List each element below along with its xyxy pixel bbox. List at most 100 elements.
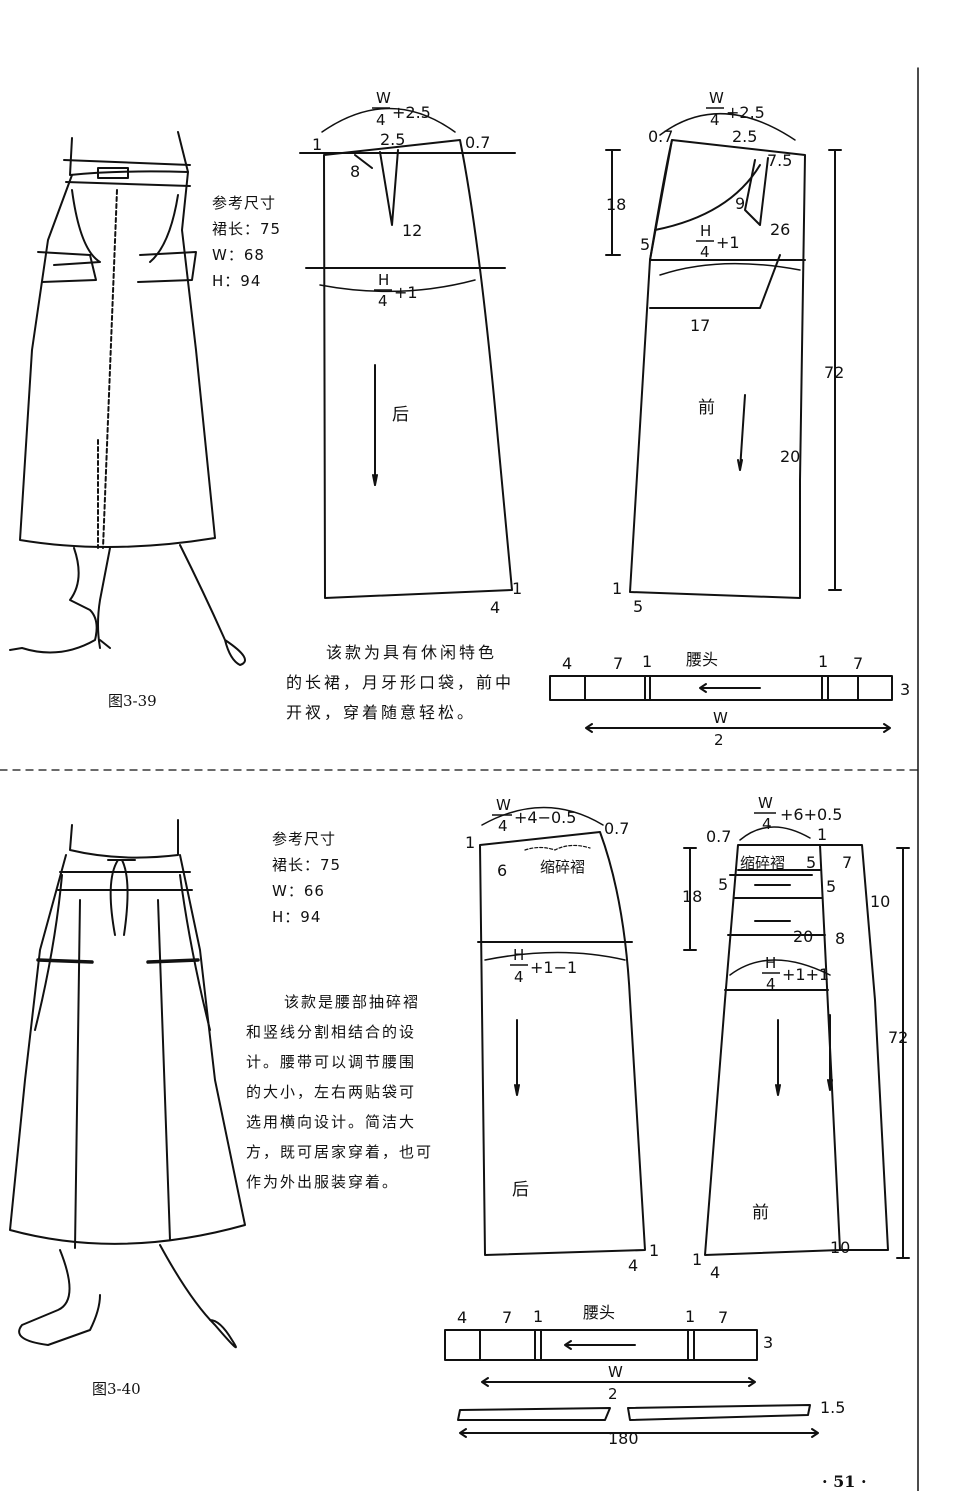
spec-h-1: H：94 (212, 272, 262, 290)
band1-r7: 7 (853, 654, 863, 673)
band2-r7: 7 (718, 1308, 728, 1327)
band2-l7: 7 (502, 1308, 512, 1327)
back2-m1: 1 (465, 833, 475, 852)
page-number: · 51 · (822, 1472, 867, 1491)
desc1-line-2: 的长裙，月牙形口袋，前中 (286, 673, 515, 692)
band1-h3: 3 (900, 680, 910, 699)
desc1-line-1: 该款为具有休闲特色 (326, 643, 498, 662)
front2-m7: 7 (842, 853, 852, 872)
back1-m3: 0.7 (465, 133, 490, 152)
back-pattern-1 (299, 107, 516, 599)
spec-title-1: 参考尺寸 (212, 194, 277, 212)
back2-waist-num: W (496, 796, 511, 814)
front2-m18: 18 (682, 887, 702, 906)
front1-m17: 17 (690, 316, 710, 335)
band1-l4: 4 (562, 654, 572, 673)
spec-block-2: 参考尺寸 裙长：75 W：66 H：94 (272, 826, 341, 930)
front2-label: 前 (752, 1203, 769, 1223)
figure-caption-2: 图3-40 (92, 1380, 141, 1398)
spec-title-2: 参考尺寸 (272, 830, 337, 848)
spec-w-2: W：66 (272, 882, 325, 900)
front2-hem10: 10 (830, 1238, 850, 1257)
front1-m9: 9 (735, 194, 745, 213)
back2-hip-rest: +1−1 (530, 958, 577, 977)
front1-m26: 26 (770, 220, 790, 239)
band1-w-num: W (713, 709, 728, 727)
front2-waist-rest: +6+0.5 (780, 805, 842, 824)
desc2-line-4: 的大小，左右两贴袋可 (246, 1083, 417, 1101)
front1-m5: 5 (640, 235, 650, 254)
back1-hip-num: H (378, 271, 389, 289)
back1-m1: 1 (312, 135, 322, 154)
back1-waist-den: 4 (376, 111, 386, 129)
front2-waist-num: W (758, 794, 773, 812)
front1-hip-num: H (700, 222, 711, 240)
front2-m1: 1 (817, 825, 827, 844)
spec-length-2: 裙长：75 (272, 856, 342, 874)
front1-hip-rest: +1 (716, 233, 740, 252)
front1-m1: 1 (612, 579, 622, 598)
band1-l1: 1 (642, 652, 652, 671)
desc2-line-1: 该款是腰部抽碎褶 (284, 993, 421, 1011)
back2-hip-den: 4 (514, 968, 524, 986)
front1-m75: 7.5 (767, 151, 792, 170)
desc2-line-6: 方，既可居家穿着，也可 (246, 1143, 434, 1161)
front-pattern-2 (683, 826, 910, 1259)
tie-h15: 1.5 (820, 1398, 845, 1417)
front1-m5b: 5 (633, 597, 643, 616)
band2-l4: 4 (457, 1308, 467, 1327)
tie-len: 180 (608, 1429, 639, 1448)
back2-m07: 0.7 (604, 819, 629, 838)
front2-hip-rest: +1+1 (782, 965, 829, 984)
back2-waist-den: 4 (498, 817, 508, 835)
front2-hip-den: 4 (766, 975, 776, 993)
spec-length-1: 裙长：75 (212, 220, 282, 238)
spec-block-1: 参考尺寸 裙长：75 W：68 H：94 (212, 190, 281, 294)
back2-hip-num: H (513, 946, 524, 964)
band2-title: 腰头 (583, 1303, 615, 1322)
back1-m2: 2.5 (380, 130, 405, 149)
desc2-line-3: 计。腰带可以调节腰围 (246, 1053, 417, 1071)
spec-w-1: W：68 (212, 246, 265, 264)
back-pattern-2 (477, 806, 646, 1256)
description-2: 该款是腰部抽碎褶 和竖线分割相结合的设 计。腰带可以调节腰围 的大小，左右两贴袋… (246, 987, 471, 1197)
back2-waist-rest: +4−0.5 (514, 808, 576, 827)
front2-m5c: 5 (826, 877, 836, 896)
front2-gather: 缩碎褶 (740, 854, 785, 872)
figure-caption-1: 图3-39 (108, 692, 157, 710)
desc1-line-3: 开衩，穿着随意轻松。 (286, 703, 477, 722)
front2-m20: 20 (793, 927, 813, 946)
desc2-line-7: 作为外出服装穿着。 (246, 1173, 400, 1191)
back2-m6: 6 (497, 861, 507, 880)
front1-label: 前 (698, 398, 715, 418)
band2-w-num: W (608, 1363, 623, 1381)
front2-m72: 72 (888, 1028, 908, 1047)
front2-m5b: 5 (718, 875, 728, 894)
back2-gather: 缩碎褶 (540, 858, 585, 876)
front1-m72: 72 (824, 363, 844, 382)
band2-w-den: 2 (608, 1385, 618, 1403)
desc2-line-5: 选用横向设计。简洁大 (246, 1113, 417, 1131)
back2-hem4: 4 (628, 1256, 638, 1275)
front2-m07: 0.7 (706, 827, 731, 846)
spec-h-2: H：94 (272, 908, 322, 926)
skirt-illustration-1 (9, 131, 246, 666)
back1-waist-num: W (376, 89, 391, 107)
band1-l7: 7 (613, 654, 623, 673)
band2-r1: 1 (685, 1307, 695, 1326)
description-1: 该款为具有休闲特色 的长裙，月牙形口袋，前中 开衩，穿着随意轻松。 (286, 638, 531, 728)
front1-waist-rest: +2.5 (726, 103, 765, 122)
back1-hip-rest: +1 (394, 283, 418, 302)
front1-m20: 20 (780, 447, 800, 466)
waistband-1 (549, 675, 893, 733)
band2-h3: 3 (763, 1333, 773, 1352)
front2-waist-den: 4 (762, 815, 772, 833)
back2-label: 后 (512, 1180, 529, 1200)
band1-w-den: 2 (714, 731, 724, 749)
skirt-illustration-2 (9, 819, 246, 1349)
front2-hip-num: H (765, 954, 776, 972)
front2-m5a: 5 (806, 853, 816, 872)
back1-waist-rest: +2.5 (392, 103, 431, 122)
front2-m10: 10 (870, 892, 890, 911)
